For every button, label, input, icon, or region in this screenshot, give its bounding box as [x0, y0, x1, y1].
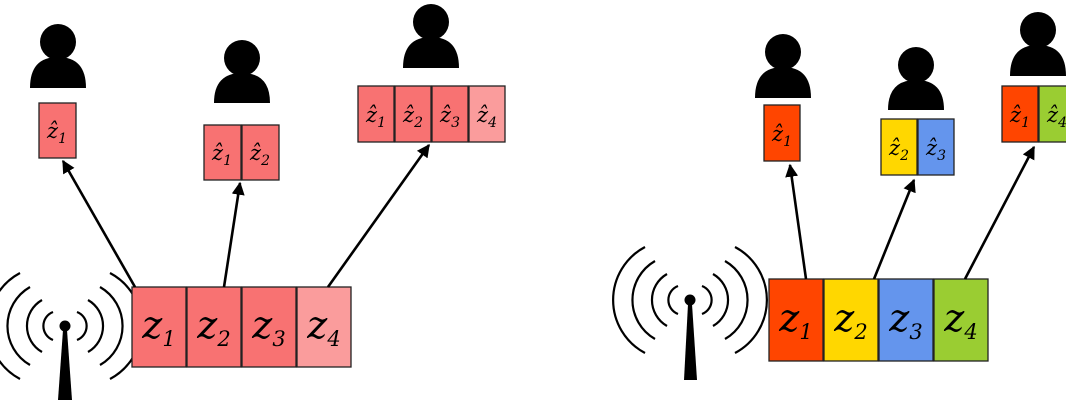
- right-source-box-z3: z3: [878, 278, 934, 362]
- left-source-label-z3: z3: [251, 303, 285, 351]
- antenna-icon: [612, 246, 768, 380]
- left-source-label-z1: z1: [141, 303, 175, 351]
- user-icon: [214, 40, 270, 103]
- right-source-label-z2: z2: [833, 296, 867, 344]
- right-arrow-user2: [872, 178, 916, 280]
- right-arrow-user3: [963, 145, 1036, 280]
- user-icon: [403, 4, 459, 68]
- left-user-2: ẑ1 ẑ2: [203, 40, 280, 181]
- right-user-3: ẑ1 ẑ4: [1001, 12, 1066, 143]
- right-source-label-z3: z3: [888, 296, 922, 344]
- svg-text:ẑ4: ẑ4: [1046, 103, 1066, 131]
- left-source-box-z1: z1: [131, 286, 187, 368]
- svg-text:ẑ3: ẑ3: [439, 103, 460, 131]
- left-arrow-user3: [326, 143, 431, 288]
- left-source-boxes: z1 z2 z3 z4: [131, 286, 352, 368]
- svg-text:ẑ4: ẑ4: [476, 103, 497, 131]
- left-user-1: ẑ1: [30, 24, 86, 159]
- svg-text:ẑ1: ẑ1: [1009, 103, 1030, 131]
- antenna-icon: [0, 272, 143, 400]
- right-user3-box-2: ẑ4: [1038, 85, 1066, 143]
- right-user1-box-1: ẑ1: [763, 104, 801, 162]
- left-arrow-user2: [222, 181, 245, 288]
- svg-text:ẑ1: ẑ1: [211, 141, 232, 169]
- svg-text:ẑ2: ẑ2: [402, 103, 423, 131]
- left-user3-box-3: ẑ3: [431, 85, 469, 143]
- right-panel: z1 z2 z3 z4: [612, 12, 1066, 380]
- left-source-label-z2: z2: [196, 303, 230, 351]
- right-source-box-z2: z2: [823, 278, 879, 362]
- svg-text:ẑ1: ẑ1: [46, 119, 67, 147]
- left-source-box-z3: z3: [241, 286, 297, 368]
- left-user2-box-1: ẑ1: [203, 124, 242, 181]
- right-arrow-user1: [785, 163, 808, 280]
- left-panel: z1 z2 z3 z4: [0, 4, 506, 400]
- right-user2-box-1: ẑ2: [880, 118, 918, 176]
- right-source-boxes: z1 z2 z3 z4: [768, 278, 989, 362]
- left-user3-box-1: ẑ1: [357, 85, 395, 143]
- svg-text:ẑ2: ẑ2: [249, 141, 270, 169]
- user-icon: [888, 47, 944, 110]
- left-source-box-z2: z2: [186, 286, 242, 368]
- left-user1-box-1: ẑ1: [38, 102, 77, 159]
- right-source-label-z1: z1: [778, 296, 812, 344]
- left-user3-box-4: ẑ4: [468, 85, 506, 143]
- right-user2-box-2: ẑ3: [917, 118, 955, 176]
- right-user3-box-1: ẑ1: [1001, 85, 1039, 143]
- svg-text:ẑ1: ẑ1: [365, 103, 386, 131]
- svg-text:ẑ3: ẑ3: [925, 136, 946, 164]
- right-user-1: ẑ1: [755, 34, 811, 162]
- user-icon: [755, 34, 811, 98]
- user-icon: [1010, 12, 1066, 76]
- left-user2-box-2: ẑ2: [241, 124, 280, 181]
- user-icon: [30, 24, 86, 88]
- right-user-2: ẑ2 ẑ3: [880, 47, 955, 176]
- svg-text:ẑ1: ẑ1: [771, 122, 792, 150]
- left-user-3: ẑ1 ẑ2 ẑ3 ẑ4: [357, 4, 506, 143]
- svg-text:ẑ2: ẑ2: [888, 136, 909, 164]
- right-source-box-z4: z4: [933, 278, 989, 362]
- left-source-box-z4: z4: [296, 286, 352, 368]
- right-source-box-z1: z1: [768, 278, 824, 362]
- left-source-label-z4: z4: [306, 303, 340, 351]
- left-arrow-user1: [61, 159, 137, 288]
- left-user3-box-2: ẑ2: [394, 85, 432, 143]
- right-source-label-z4: z4: [943, 296, 977, 344]
